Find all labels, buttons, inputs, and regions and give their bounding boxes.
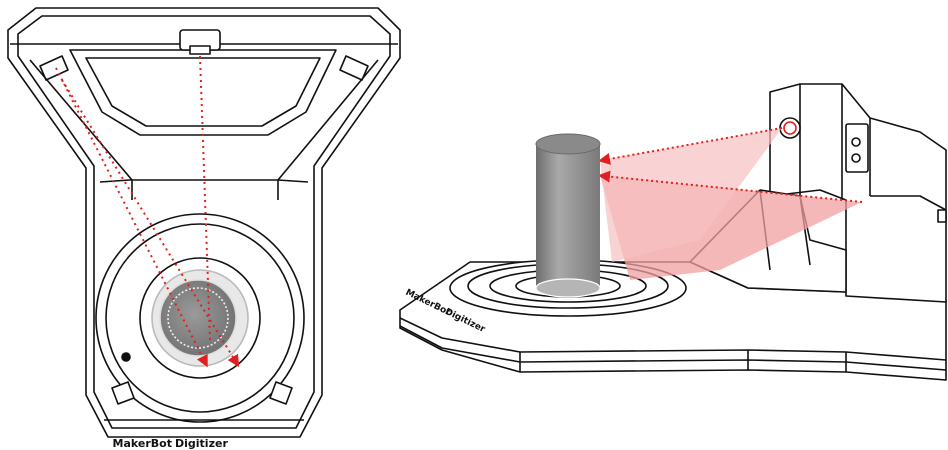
top-camera-lens xyxy=(189,45,211,55)
usb-port-icon xyxy=(937,209,947,223)
cylinder-top xyxy=(535,133,601,155)
laser-fan-upper xyxy=(600,128,782,262)
logo-brand: MakerBot xyxy=(113,437,172,450)
laser-module xyxy=(845,123,869,173)
scanned-object-top xyxy=(159,279,237,357)
camera-arm-window-inner xyxy=(85,57,321,127)
base-shoulder xyxy=(99,179,309,183)
scanned-object-edge xyxy=(167,287,229,349)
side-view-laser-fans xyxy=(598,127,863,280)
turntable-ring-2 xyxy=(105,223,295,413)
side-view-tower xyxy=(769,83,947,303)
tower-shelf xyxy=(870,195,947,211)
camera-arm-window xyxy=(69,49,337,136)
laser-beam-2 xyxy=(61,79,240,368)
top-view xyxy=(7,7,401,438)
side-camera-lens-inner xyxy=(783,121,797,135)
base-joints xyxy=(519,350,847,372)
top-view-logo: MakerBot Digitizer xyxy=(113,437,229,450)
power-indicator-icon xyxy=(121,352,131,362)
logo-product: Digitizer xyxy=(175,437,228,450)
base-band-2 xyxy=(399,325,947,371)
laser-beam-1 xyxy=(55,67,208,368)
foot-left-icon xyxy=(111,381,135,405)
side-camera-lens xyxy=(779,117,801,139)
cylinder-body xyxy=(536,144,600,288)
laser-line-upper xyxy=(598,127,783,165)
top-view-laser-beams xyxy=(55,55,240,368)
tower-edges xyxy=(799,84,871,200)
top-view-housing-inner xyxy=(17,15,391,429)
foot-right-icon xyxy=(269,381,293,405)
cylinder-bottom xyxy=(535,278,601,298)
laser-lens-1 xyxy=(851,137,861,147)
laser-line-lower xyxy=(598,170,863,203)
scanned-object-cylinder xyxy=(535,133,601,298)
laser-lens-2 xyxy=(851,153,861,163)
base-band-1 xyxy=(399,317,947,361)
